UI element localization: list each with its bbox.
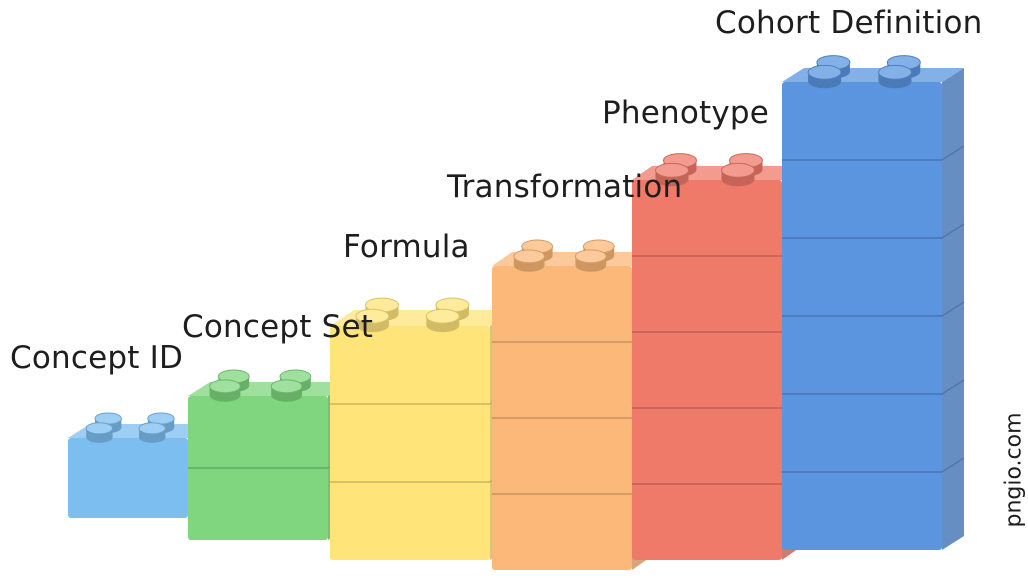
- watermark-text: pngio.com: [1001, 412, 1027, 528]
- brick-tower-6: [782, 55, 965, 550]
- label-transformation: Transformation: [447, 169, 683, 205]
- brick-tower-5: [632, 153, 803, 560]
- label-concept-id: Concept ID: [10, 340, 184, 376]
- brick-tower-2: [188, 369, 351, 540]
- brick-tower-1: [68, 412, 210, 518]
- label-concept-set: Concept Set: [182, 309, 374, 345]
- label-phenotype: Phenotype: [602, 95, 770, 131]
- brick-tower-4: [492, 239, 653, 570]
- label-formula: Formula: [343, 229, 470, 265]
- label-cohort-definition: Cohort Definition: [715, 5, 983, 41]
